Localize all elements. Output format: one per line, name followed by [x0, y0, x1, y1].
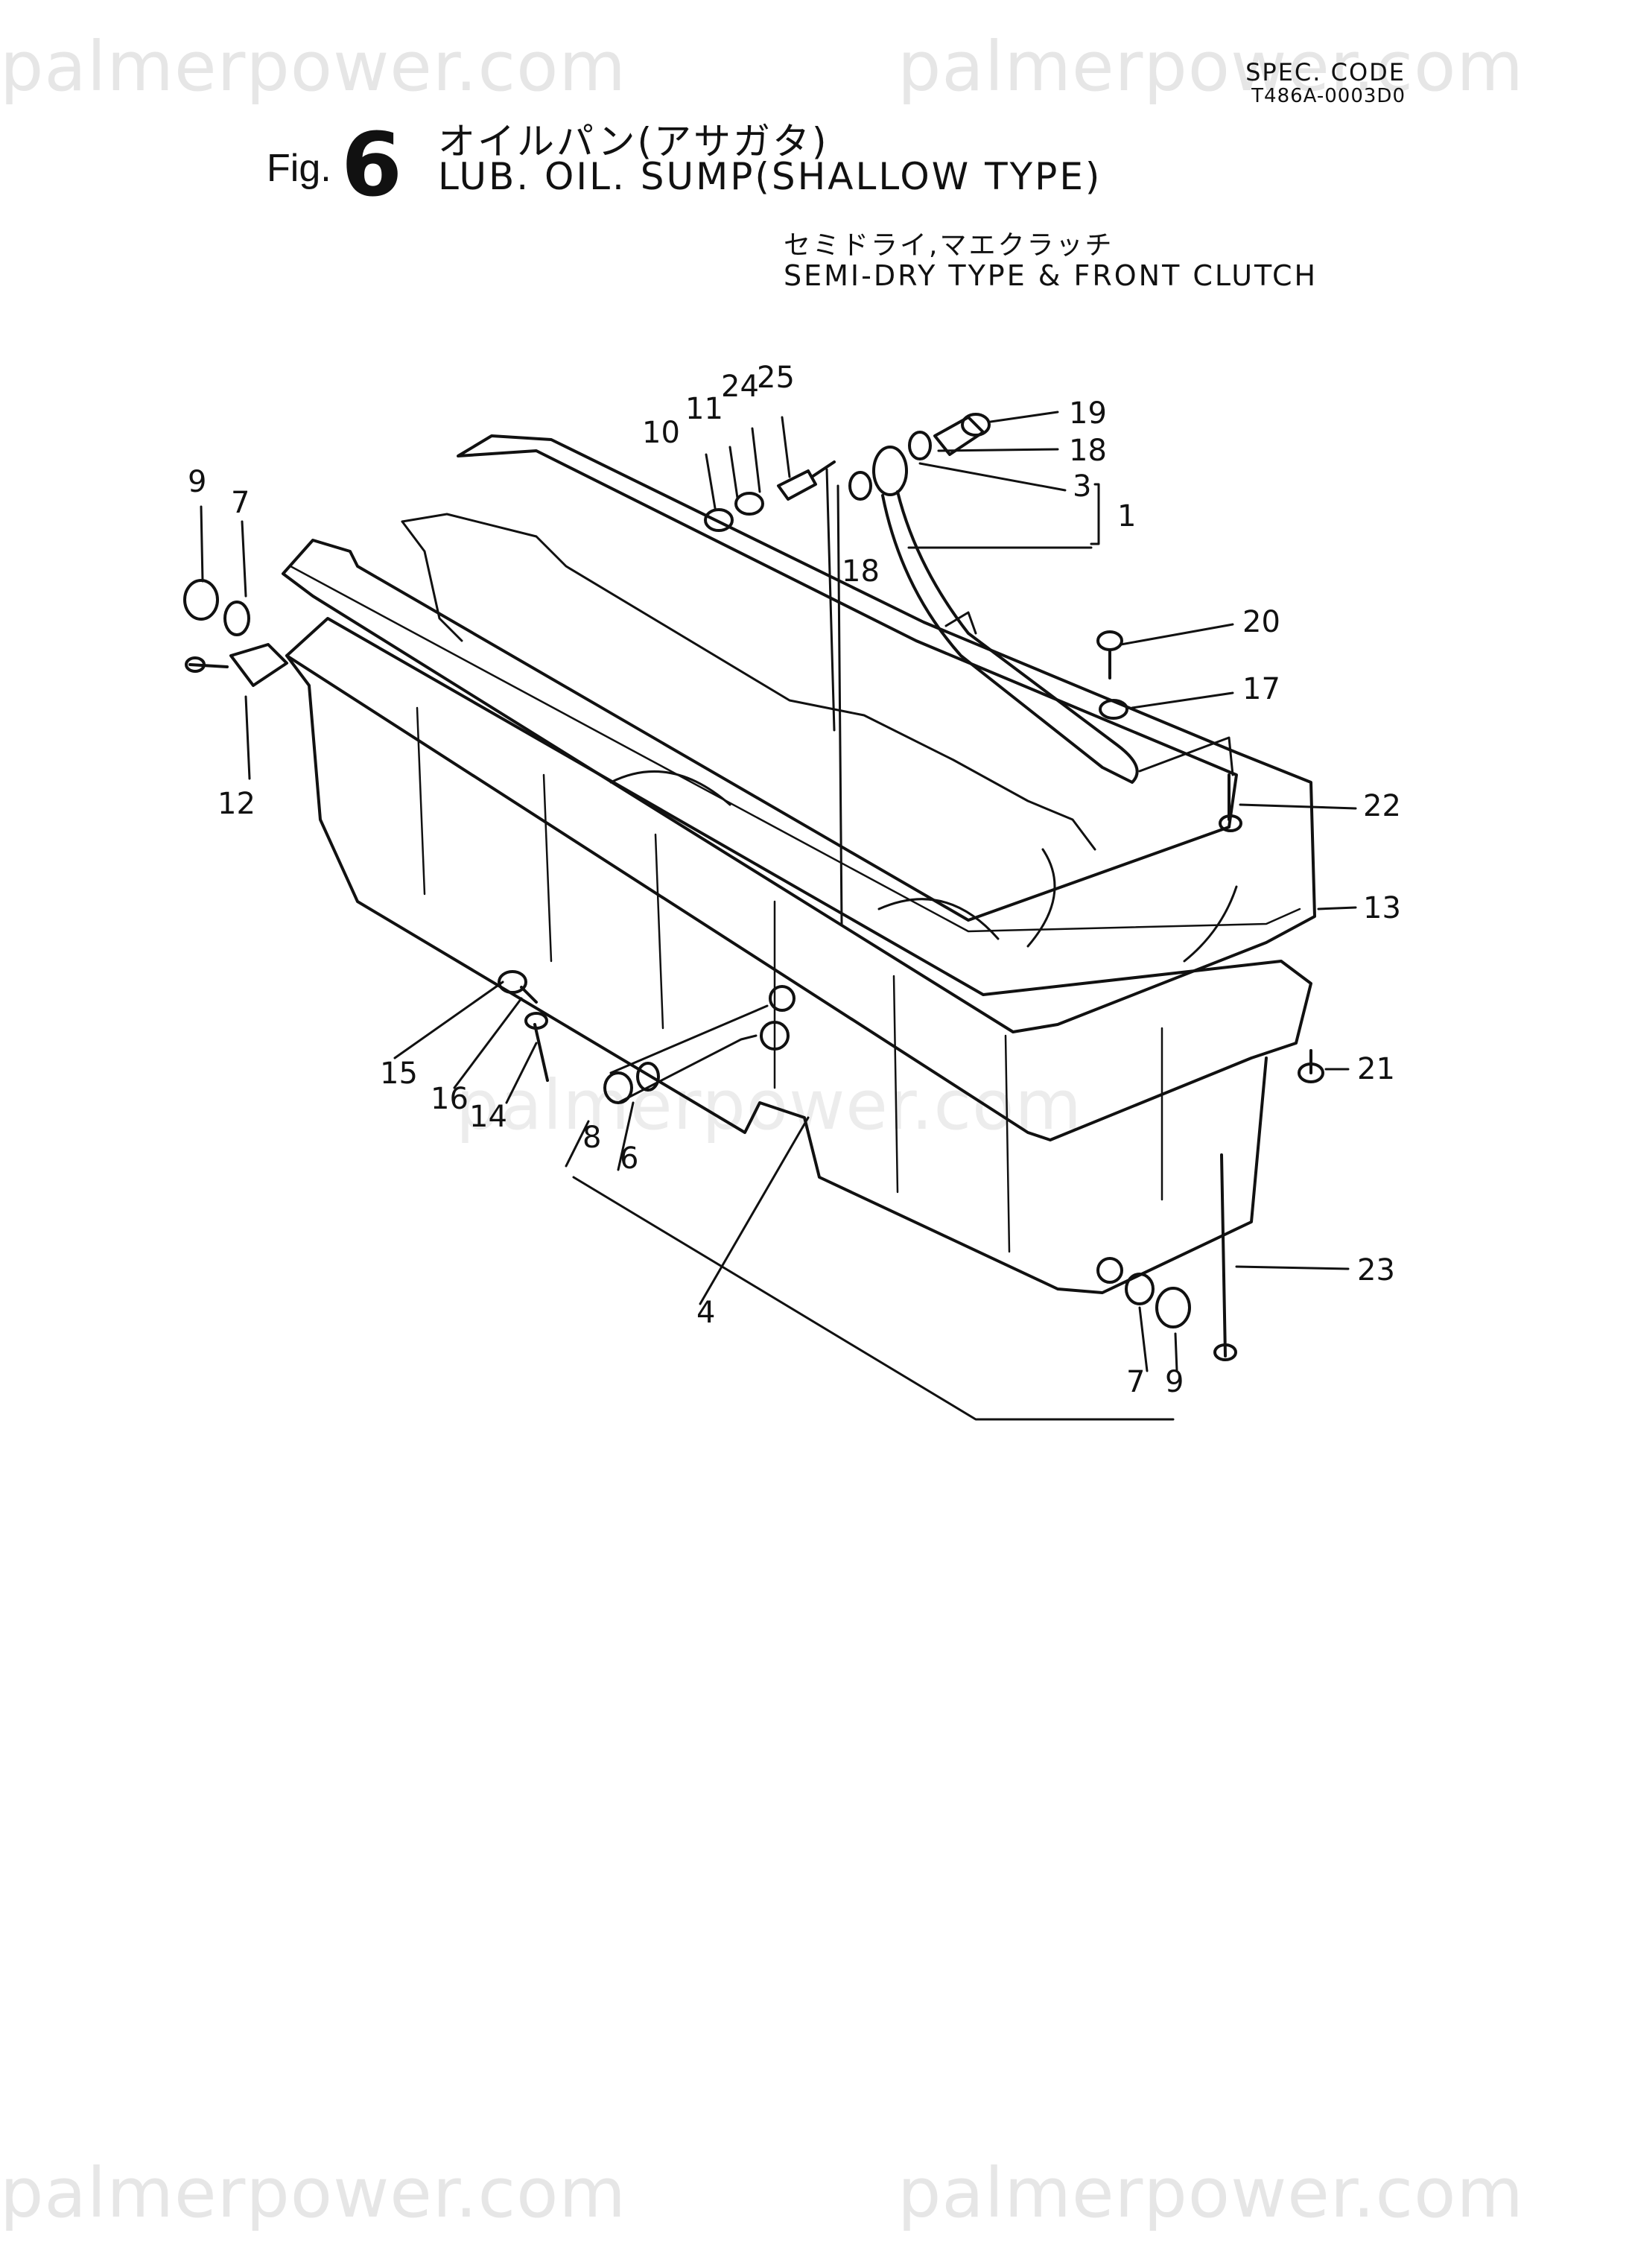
callout-18: 18 [842, 554, 880, 589]
oil-pan [285, 513, 1312, 1294]
small-parts [183, 413, 1324, 1361]
callout-19: 19 [1069, 396, 1107, 431]
watermark-text: palmerpower.com [898, 27, 1525, 107]
watermark-text: palmerpower.com [898, 2153, 1525, 2233]
callout-14: 14 [469, 1100, 507, 1134]
watermark-text: palmerpower.com [0, 2153, 627, 2233]
callout-6: 6 [620, 1141, 638, 1176]
callout-25: 25 [757, 361, 795, 395]
callout-22: 22 [1363, 789, 1401, 823]
callout-7: 7 [1126, 1365, 1145, 1399]
callout-1: 1 [1117, 499, 1136, 533]
spec-code-label: SPEC. CODE [1245, 58, 1406, 86]
figure-title-japanese: オイルパン(アサガタ) [438, 120, 829, 163]
oil-pipe [872, 446, 1139, 784]
figure-word: Fig. [267, 147, 331, 190]
callout-11: 11 [685, 392, 723, 426]
callout-23: 23 [1357, 1253, 1395, 1287]
callout-16: 16 [431, 1082, 469, 1116]
callout-4: 4 [696, 1296, 715, 1330]
callout-labels: 19 18 3 1 18 20 17 22 13 21 23 10 11 24 … [188, 361, 1401, 1399]
watermark-text: palmerpower.com [0, 27, 627, 107]
callout-3: 3 [1073, 469, 1091, 504]
figure-subtitle: SEMI-DRY TYPE & FRONT CLUTCH [784, 259, 1318, 292]
callout-24: 24 [721, 370, 759, 404]
callout-9: 9 [188, 465, 206, 499]
sump-gasket [282, 434, 1316, 1033]
callout-21: 21 [1357, 1052, 1395, 1086]
callout-17: 17 [1242, 672, 1280, 706]
figure-subtitle-japanese: セミドライ,マエクラッチ [784, 230, 1114, 261]
callout-18: 18 [1069, 434, 1107, 468]
callout-10: 10 [642, 416, 680, 450]
callout-20: 20 [1242, 605, 1280, 639]
figure-number: 6 [341, 113, 403, 216]
callout-8: 8 [582, 1121, 601, 1155]
callout-12: 12 [217, 787, 255, 821]
spec-code-value: T486A-0003D0 [1251, 85, 1406, 107]
callout-7: 7 [231, 486, 250, 520]
leader-lines [200, 411, 1357, 1421]
figure-title: LUB. OIL. SUMP(SHALLOW TYPE) [438, 155, 1102, 198]
callout-13: 13 [1363, 891, 1401, 925]
callout-15: 15 [380, 1057, 418, 1091]
callout-9: 9 [1165, 1365, 1184, 1399]
